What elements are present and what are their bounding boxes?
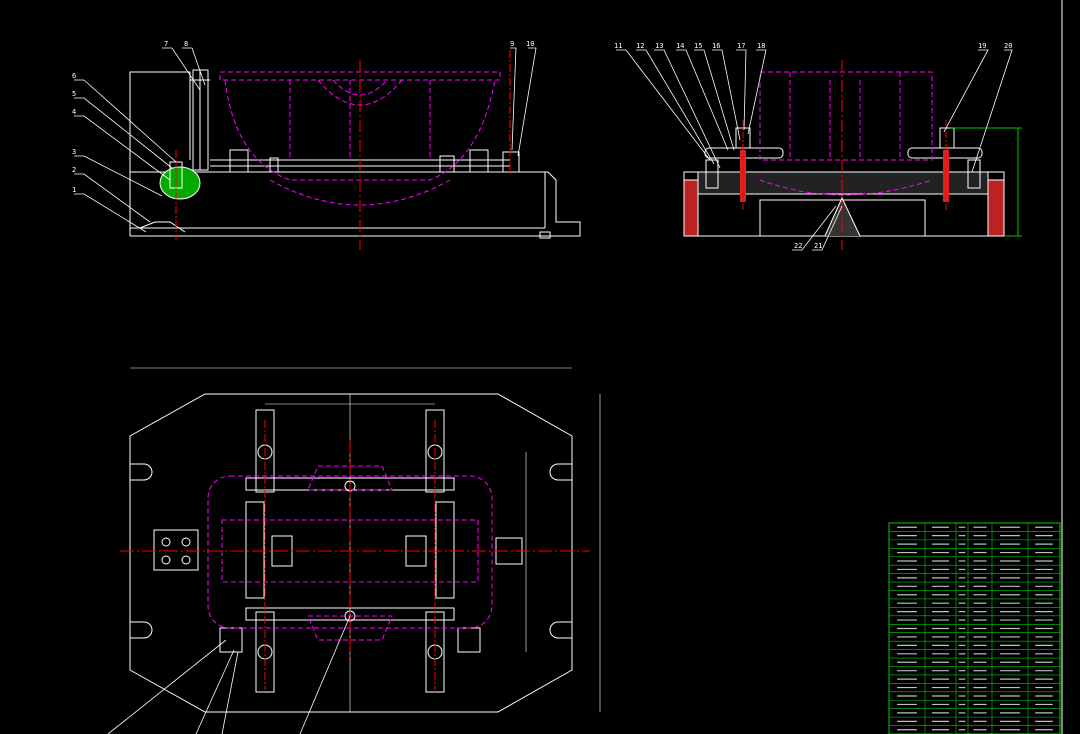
part-label: 4 xyxy=(72,108,76,116)
leader-22 xyxy=(792,205,837,251)
part-label: 7 xyxy=(164,40,168,48)
part-label: 22 xyxy=(794,242,802,250)
part-label: 15 xyxy=(694,42,702,50)
part-label: 6 xyxy=(72,72,76,80)
plan-bolt xyxy=(181,555,191,565)
part-label: 13 xyxy=(655,42,663,50)
plan-bolt xyxy=(161,555,171,565)
front-wedge xyxy=(139,221,186,233)
part-label: 3 xyxy=(72,148,76,156)
part-label: 9 xyxy=(510,40,514,48)
front-bore-inner xyxy=(332,79,388,96)
part-label: 8 xyxy=(184,40,188,48)
part-label: 17 xyxy=(737,42,745,50)
leader-13 xyxy=(654,49,721,169)
part-label: 18 xyxy=(757,42,765,50)
plan-slot-bottom-left xyxy=(130,621,153,639)
side-pin-right xyxy=(967,159,981,189)
leader-16 xyxy=(712,49,741,141)
part-label: 14 xyxy=(676,42,684,50)
side-top-plate xyxy=(697,171,989,195)
leader-21 xyxy=(812,205,843,251)
front-part-labels: 7 8 6 5 4 3 2 1 9 10 xyxy=(72,40,534,194)
bom-frame xyxy=(888,522,1061,734)
side-bottom-arc xyxy=(759,179,933,196)
front-right-support xyxy=(469,149,489,173)
plan-bolt xyxy=(161,537,171,547)
plan-slot-top-left xyxy=(130,463,153,481)
leader-9 xyxy=(510,47,517,151)
front-base-plate xyxy=(129,171,581,237)
plan-slot-top-right xyxy=(549,463,572,481)
front-foot xyxy=(539,231,551,239)
plan-leader-1 xyxy=(107,639,227,734)
side-workpiece-hidden xyxy=(759,71,933,196)
plan-rail-left xyxy=(245,501,265,599)
side-bolt-head-right xyxy=(939,127,955,149)
part-label: 12 xyxy=(636,42,644,50)
plan-workpiece-boss-bottom xyxy=(307,615,393,641)
leader-18 xyxy=(747,49,767,135)
plan-leader-3 xyxy=(221,651,239,734)
front-right-block xyxy=(502,151,520,173)
plan-leader-2 xyxy=(195,649,235,734)
side-part-labels: 11 12 13 14 15 16 17 18 19 20 22 21 xyxy=(614,42,1012,250)
plan-workpiece-boss-top xyxy=(307,465,393,491)
front-workpiece-top xyxy=(219,71,501,81)
leader-6 xyxy=(74,79,177,163)
leader-4 xyxy=(74,115,171,181)
side-workpiece-body xyxy=(759,71,933,161)
plan-rail-right xyxy=(435,501,455,599)
side-height-dimension xyxy=(950,127,1022,237)
part-label: 10 xyxy=(526,40,534,48)
part-label: 21 xyxy=(814,242,822,250)
leader-17 xyxy=(736,49,747,131)
bom-table xyxy=(888,522,1061,734)
plan-leader-4 xyxy=(299,615,351,734)
front-clamp-section xyxy=(159,166,201,200)
leader-2 xyxy=(74,173,151,223)
plan-corner-block-left xyxy=(219,627,243,653)
side-leaders xyxy=(616,49,1013,251)
part-label: 2 xyxy=(72,166,76,174)
part-label: 19 xyxy=(978,42,986,50)
leader-8 xyxy=(182,47,206,86)
part-label: 5 xyxy=(72,90,76,98)
front-left-upright xyxy=(129,71,191,172)
plan-leaders xyxy=(107,615,351,734)
part-label: 1 xyxy=(72,186,76,194)
leader-3 xyxy=(74,155,163,197)
leader-12 xyxy=(636,49,715,165)
front-left-support xyxy=(229,149,249,173)
leader-7 xyxy=(162,47,201,91)
leader-11 xyxy=(616,49,711,161)
leader-1 xyxy=(74,193,147,233)
leader-20 xyxy=(971,49,1013,173)
leader-10 xyxy=(517,47,537,157)
leader-19 xyxy=(943,49,989,133)
front-clamp-block xyxy=(439,155,455,173)
part-label: 20 xyxy=(1004,42,1012,50)
side-right-wall-section xyxy=(987,179,1005,237)
part-label: 16 xyxy=(712,42,720,50)
leader-5 xyxy=(74,97,173,169)
plan-slot-bottom-right xyxy=(549,621,572,639)
side-left-wall-section xyxy=(683,179,699,237)
part-label: 11 xyxy=(614,42,622,50)
leader-14 xyxy=(676,49,729,151)
leader-15 xyxy=(694,49,735,151)
plan-side-block-left xyxy=(153,529,199,571)
front-bottom-arc xyxy=(269,179,451,206)
plan-bolt xyxy=(181,537,191,547)
front-leaders xyxy=(74,47,537,233)
